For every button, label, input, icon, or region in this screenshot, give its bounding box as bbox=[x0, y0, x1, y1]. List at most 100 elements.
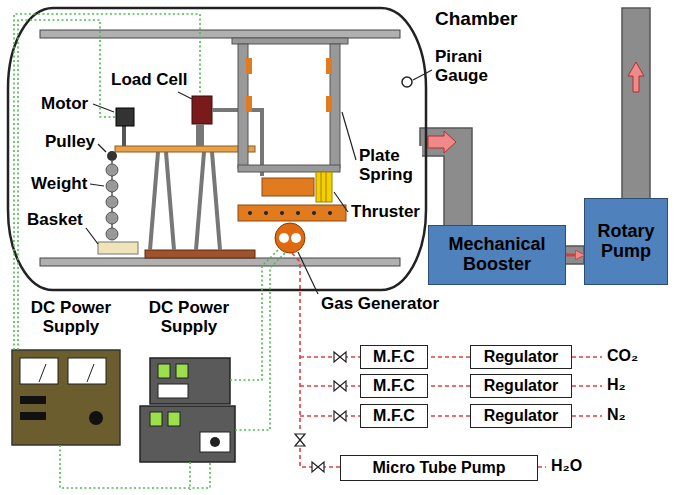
gas-generator bbox=[279, 233, 289, 243]
thruster-stand bbox=[232, 38, 348, 221]
pump-box: Rotary Pump bbox=[584, 198, 668, 285]
valve-symbol bbox=[334, 381, 346, 391]
part-label: Chamber bbox=[434, 8, 518, 29]
gas-generator bbox=[275, 223, 305, 253]
node-text: M.F.C bbox=[373, 377, 415, 395]
pump-box: Micro Tube Pump bbox=[340, 455, 538, 481]
dc-power-supply bbox=[89, 411, 103, 425]
balance-stand bbox=[192, 96, 212, 124]
thruster-stand bbox=[246, 58, 252, 74]
power-wire bbox=[14, 14, 286, 490]
exhaust-pipe bbox=[628, 62, 644, 92]
leader-line bbox=[90, 184, 104, 186]
leader-line bbox=[298, 252, 318, 294]
part-label: H₂O bbox=[550, 457, 583, 475]
part-label: Pirani Gauge bbox=[434, 47, 498, 85]
node-text: Regulator bbox=[484, 407, 559, 425]
thruster-stand bbox=[238, 165, 340, 172]
thruster-stand bbox=[316, 172, 332, 202]
gas-line bbox=[300, 448, 340, 467]
thruster-stand bbox=[326, 58, 332, 74]
leader-line bbox=[178, 92, 192, 99]
thruster-stand bbox=[328, 211, 332, 215]
gas-generator bbox=[291, 233, 301, 243]
part-label: Gas Generator bbox=[320, 294, 440, 313]
balance-stand bbox=[145, 250, 255, 258]
pulley-weights bbox=[107, 151, 117, 161]
vacuum-chamber bbox=[40, 258, 400, 266]
power-wire bbox=[60, 445, 210, 488]
gas-line bbox=[300, 385, 360, 387]
node-text: M.F.C bbox=[373, 348, 415, 366]
connector bbox=[428, 385, 470, 387]
part-label: Thruster bbox=[350, 202, 421, 221]
dc-power-supply bbox=[87, 364, 94, 382]
thruster-stand bbox=[326, 172, 327, 202]
regulator-box: Regulator bbox=[470, 345, 572, 369]
part-label: Pulley bbox=[44, 132, 96, 151]
node-text: Rotary Pump bbox=[589, 222, 663, 262]
dc-power-supply bbox=[210, 437, 220, 447]
node-text: M.F.C bbox=[373, 407, 415, 425]
leader-line bbox=[86, 228, 98, 244]
exhaust-pipe bbox=[622, 8, 650, 202]
part-label: Basket bbox=[26, 210, 84, 229]
part-label: Plate Spring bbox=[358, 146, 422, 184]
part-label: CO₂ bbox=[606, 347, 639, 365]
vacuum-chamber bbox=[8, 8, 426, 290]
part-label: H₂ bbox=[606, 376, 627, 394]
thruster-stand bbox=[296, 211, 300, 215]
dc-power-supply bbox=[12, 350, 120, 445]
pulley-weights bbox=[106, 164, 118, 176]
node-text: Mechanical Booster bbox=[433, 235, 561, 275]
node-text: Regulator bbox=[484, 377, 559, 395]
dc-power-supply bbox=[158, 384, 188, 398]
gas-line bbox=[538, 466, 546, 468]
regulator-box: Regulator bbox=[470, 404, 572, 428]
gas-line bbox=[572, 357, 602, 416]
vacuum-chamber bbox=[40, 30, 400, 38]
dc-power-supply bbox=[150, 412, 162, 426]
valve-symbol bbox=[334, 411, 346, 421]
part-label: Motor bbox=[40, 94, 89, 113]
balance-stand bbox=[115, 146, 255, 152]
leader-line bbox=[334, 192, 348, 212]
dc-power-supply bbox=[140, 358, 235, 462]
dc-power-supply bbox=[176, 364, 188, 378]
vacuum-duct bbox=[420, 128, 472, 226]
balance-stand bbox=[116, 108, 134, 126]
pulley-weights bbox=[106, 196, 118, 208]
gas-line bbox=[300, 415, 360, 417]
vacuum-chamber bbox=[402, 77, 412, 87]
thruster-stand bbox=[232, 38, 348, 44]
dc-power-supply bbox=[200, 432, 230, 452]
vacuum-duct bbox=[428, 131, 456, 153]
leader-line bbox=[342, 112, 356, 160]
dc-power-supply bbox=[168, 412, 180, 426]
thruster-stand bbox=[280, 211, 284, 215]
node-text: Micro Tube Pump bbox=[372, 459, 505, 477]
gas-generator bbox=[275, 223, 305, 253]
balance-stand bbox=[122, 126, 126, 146]
thruster-stand bbox=[321, 172, 322, 202]
thruster-stand bbox=[238, 205, 346, 221]
dc-power-supply bbox=[150, 358, 230, 404]
thruster-stand bbox=[262, 178, 314, 196]
pulley-weights bbox=[106, 212, 118, 224]
thruster-stand bbox=[312, 211, 316, 215]
gas-line bbox=[292, 253, 300, 432]
valve-symbol bbox=[295, 434, 305, 446]
pulley-weights bbox=[106, 228, 118, 240]
pump-box: Mechanical Booster bbox=[428, 225, 566, 285]
thruster-stand bbox=[326, 96, 332, 112]
exhaust-pipe bbox=[622, 8, 650, 202]
part-label: DC Power Supply bbox=[140, 298, 238, 336]
vacuum-chamber bbox=[8, 8, 426, 290]
valve-symbol bbox=[295, 352, 346, 472]
gas-line bbox=[300, 356, 360, 358]
pulley-weights bbox=[98, 242, 138, 254]
thruster-stand bbox=[264, 211, 268, 215]
part-label: Weight bbox=[30, 174, 88, 193]
